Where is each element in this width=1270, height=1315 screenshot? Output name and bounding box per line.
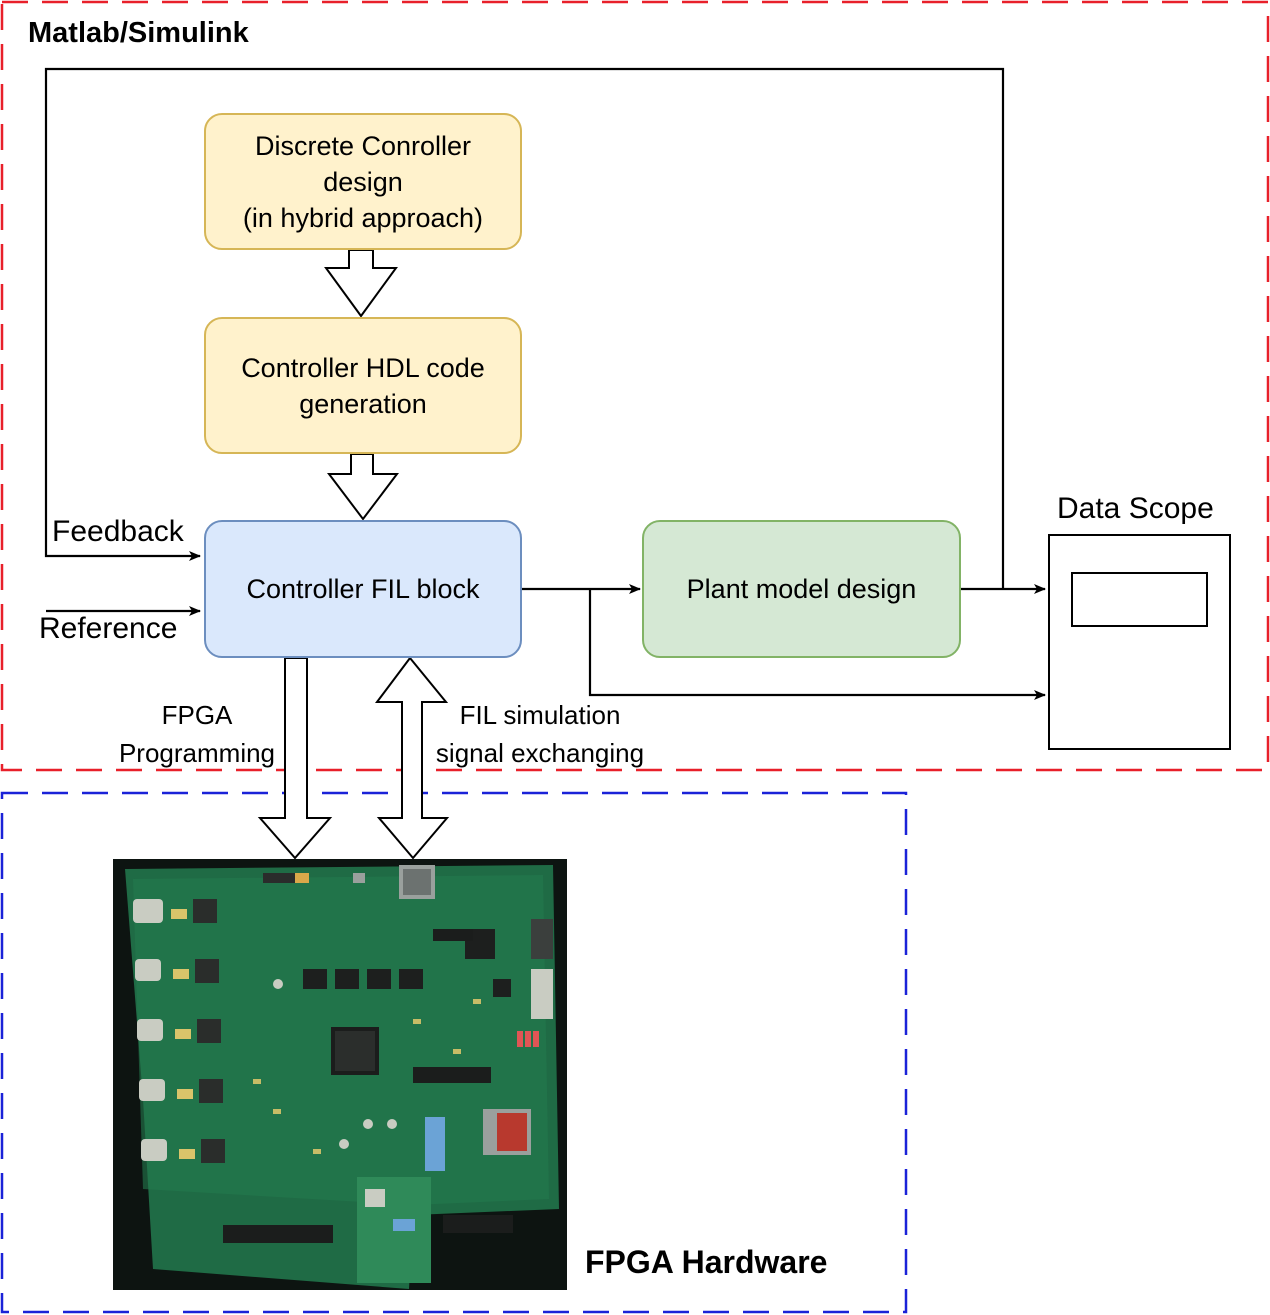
discrete-controller-line-3: (in hybrid approach) [242,202,484,233]
reference-label: Reference [39,612,178,645]
hdl-codegen-line-1: Controller HDL code [241,352,485,383]
fpga-programming-line-1: FPGA [161,700,233,730]
plant-model-block: Plant model design [642,520,961,658]
feedback-label: Feedback [52,515,184,548]
fil-exchange-line-2: signal exchanging [435,738,645,768]
fpga-board-photo [113,859,567,1290]
software-region-border [0,0,1270,772]
fpga-programming-label: FPGA Programming [112,696,282,772]
fpga-programming-line-2: Programming [118,738,276,768]
hardware-region-label: FPGA Hardware [585,1244,828,1280]
fil-exchange-label: FIL simulation signal exchanging [425,696,655,772]
discrete-controller-line-1: Discrete Conroller [254,130,472,161]
discrete-controller-block: Discrete Conroller design (in hybrid app… [204,113,522,250]
fil-exchange-line-1: FIL simulation [459,700,621,730]
feedback-line [44,67,1005,589]
discrete-controller-line-2: design [323,166,403,197]
controller-fil-block: Controller FIL block [204,520,522,658]
fpga-programming-arrow [257,657,333,860]
data-scope-title: Data Scope [1057,492,1214,525]
data-scope-block [1048,534,1231,750]
design-to-hdl-arrow [324,249,398,318]
fil-exchange-arrow [375,656,450,860]
hdl-codegen-block: Controller HDL code generation [204,317,522,454]
software-region-label: Matlab/Simulink [28,17,249,49]
plant-model-label: Plant model design [686,574,917,604]
hdl-to-fil-arrow [326,453,400,521]
data-scope-screen [1071,572,1208,627]
hardware-region-border [0,791,908,1314]
branch-to-scope-line [588,589,1046,700]
controller-fil-label: Controller FIL block [246,574,480,604]
fpga-board-illustration [113,859,567,1290]
hdl-codegen-line-2: generation [299,388,427,419]
